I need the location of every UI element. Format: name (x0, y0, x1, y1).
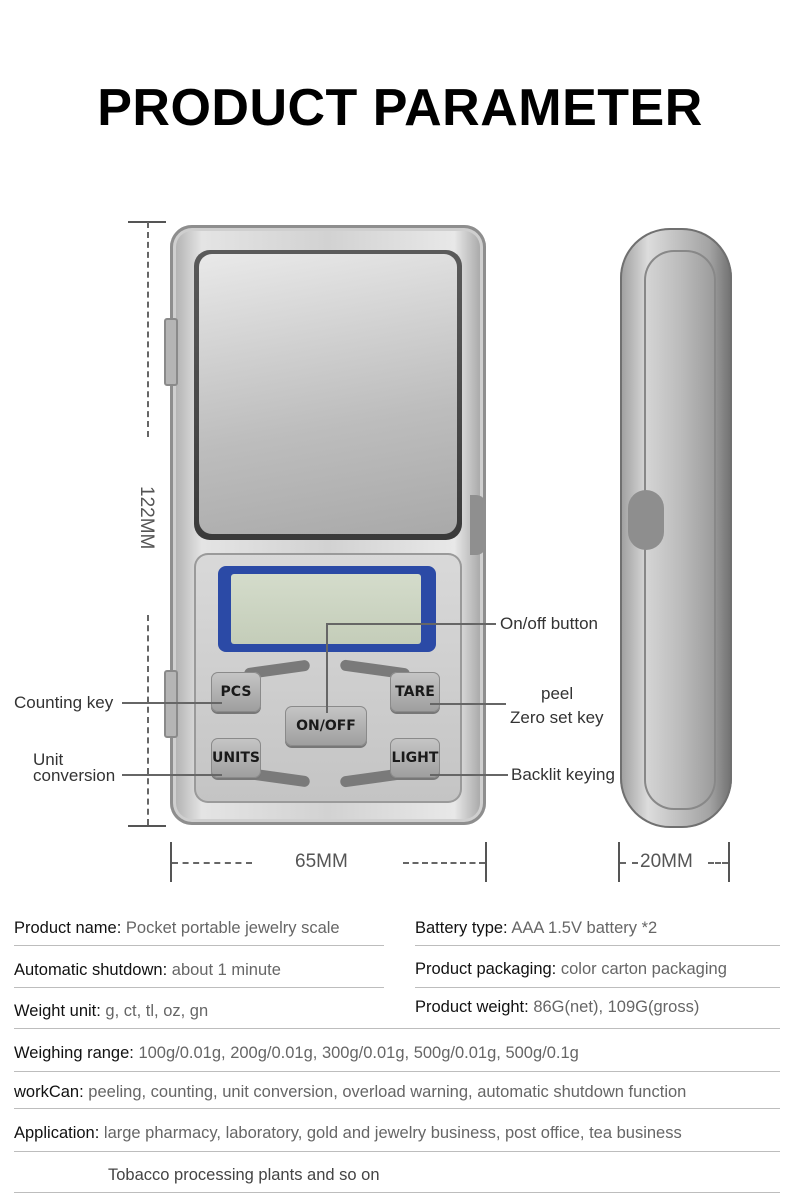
unit-conversion-label-line2: conversion (33, 766, 116, 785)
backlit-leader (430, 774, 508, 776)
spec-value: about 1 minute (171, 961, 281, 979)
spec-value: g, ct, tl, oz, gn (105, 1002, 209, 1020)
spec-key: Product weight: (415, 998, 529, 1016)
depth-dimension-label: 20MM (640, 851, 693, 872)
spec-battery-type: Battery type: AAA 1.5V battery *2 (415, 919, 657, 938)
spec-weight-unit: Weight unit: g, ct, tl, oz, gn (14, 1002, 208, 1021)
spec-value: color carton packaging (560, 960, 727, 978)
spec-product-name: Product name: Pocket portable jewelry sc… (14, 919, 340, 938)
counting-key-leader (122, 702, 222, 704)
spec-key: Battery type: (415, 919, 508, 937)
divider (14, 945, 384, 946)
divider (14, 1192, 780, 1193)
scale-left-clip-bottom (164, 670, 178, 738)
height-dimension-bottom-tick (128, 825, 166, 827)
onoff-button-label: On/off button (500, 614, 598, 633)
tare-key: TARE (390, 672, 440, 712)
height-dimension-line-top (147, 222, 149, 437)
unit-conversion-leader (122, 774, 222, 776)
height-dimension-line-bottom (147, 615, 149, 825)
divider (14, 1028, 780, 1029)
divider (14, 987, 384, 988)
divider (415, 987, 780, 988)
spec-product-weight: Product weight: 86G(net), 109G(gross) (415, 998, 699, 1017)
width-dimension-left-tick (170, 842, 172, 882)
spec-application-continued: Tobacco processing plants and so on (108, 1166, 380, 1185)
tare-leader (430, 703, 506, 705)
spec-value: Tobacco processing plants and so on (108, 1166, 380, 1184)
backlit-keying-label: Backlit keying (511, 765, 615, 784)
spec-value: peeling, counting, unit conversion, over… (88, 1083, 687, 1101)
spec-key: Weight unit: (14, 1002, 101, 1020)
spec-key: Product name: (14, 919, 122, 937)
width-dimension-label: 65MM (295, 851, 348, 872)
unit-conversion-label-line1: Unit (33, 750, 64, 769)
divider (415, 945, 780, 946)
weighing-pan (199, 254, 457, 534)
spec-key: Product packaging: (415, 960, 557, 978)
onoff-leader-horizontal (326, 623, 496, 625)
spec-product-packaging: Product packaging: color carton packagin… (415, 960, 727, 979)
zero-set-key-label: Zero set key (510, 708, 604, 727)
pcs-key: PCS (211, 672, 261, 712)
light-key: LIGHT (390, 738, 440, 778)
width-dimension-right-tick (485, 842, 487, 882)
scale-side-hinge (628, 490, 664, 550)
peel-label: peel (541, 684, 574, 703)
divider (14, 1151, 780, 1152)
spec-value: large pharmacy, laboratory, gold and jew… (103, 1124, 682, 1142)
units-key: UNITS (211, 738, 261, 778)
spec-key: Weighing range: (14, 1044, 134, 1062)
spec-value: Pocket portable jewelry scale (125, 919, 340, 937)
spec-application: Application: large pharmacy, laboratory,… (14, 1124, 682, 1143)
spec-key: Application: (14, 1124, 100, 1142)
spec-key: Automatic shutdown: (14, 961, 168, 979)
depth-dimension-right-tick (728, 842, 730, 882)
spec-value: AAA 1.5V battery *2 (511, 919, 658, 937)
width-dimension-line-right (403, 862, 485, 864)
height-dimension-label: 122MM (136, 486, 157, 550)
width-dimension-line-left (172, 862, 252, 864)
depth-dimension-left-tick (618, 842, 620, 882)
spec-key: workCan: (14, 1083, 84, 1101)
depth-dimension-line-right (708, 862, 728, 864)
scale-left-clip-top (164, 318, 178, 386)
onoff-leader-vertical (326, 623, 328, 713)
divider (14, 1108, 780, 1109)
spec-work-can: workCan: peeling, counting, unit convers… (14, 1083, 686, 1102)
page-title: PRODUCT PARAMETER (97, 79, 703, 137)
spec-value: 86G(net), 109G(gross) (533, 998, 700, 1016)
divider (14, 1071, 780, 1072)
spec-weighing-range: Weighing range: 100g/0.01g, 200g/0.01g, … (14, 1044, 579, 1063)
depth-dimension-line-left (620, 862, 638, 864)
spec-automatic-shutdown: Automatic shutdown: about 1 minute (14, 961, 281, 980)
counting-key-label: Counting key (14, 693, 114, 712)
scale-hinge (470, 495, 486, 555)
spec-value: 100g/0.01g, 200g/0.01g, 300g/0.01g, 500g… (138, 1044, 579, 1062)
